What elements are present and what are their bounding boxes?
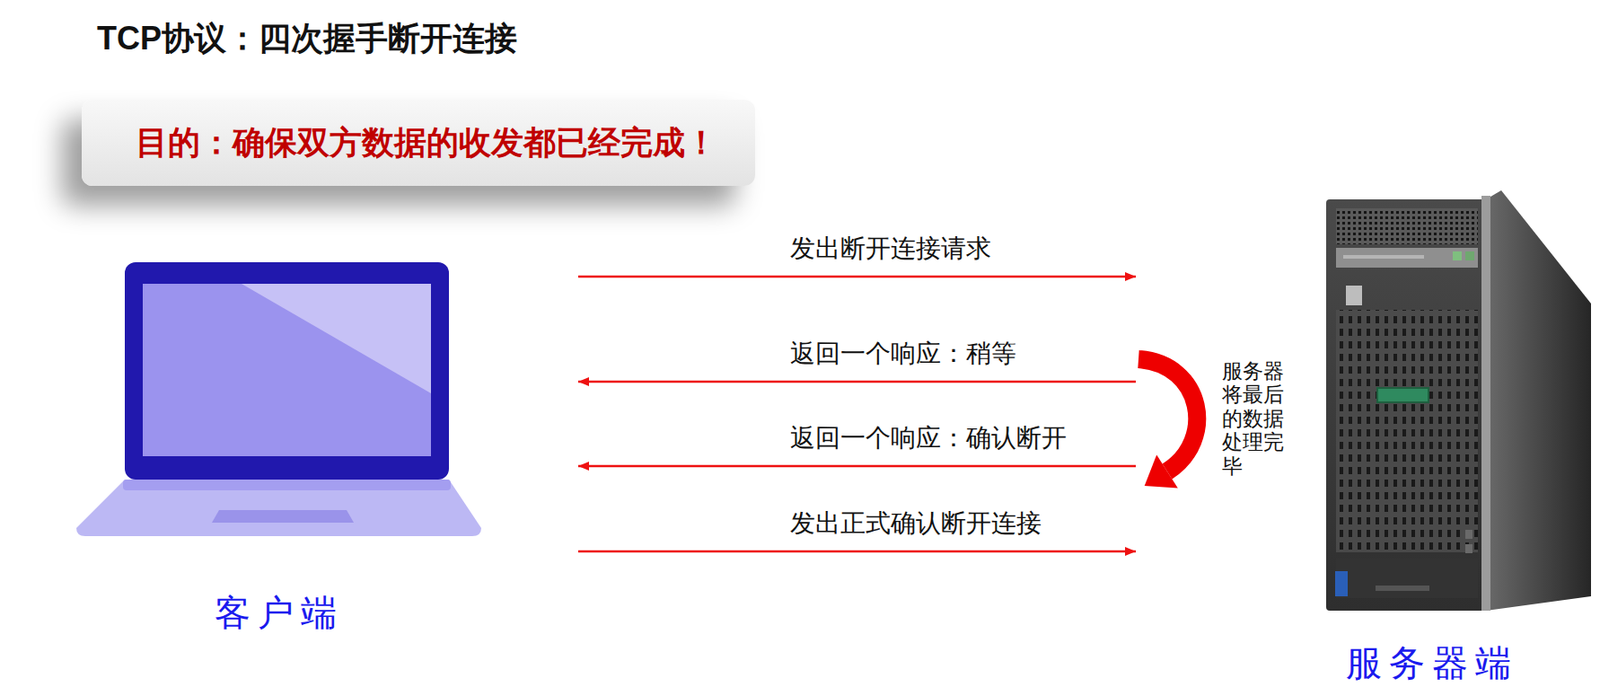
process-curve-arrow xyxy=(1138,359,1197,489)
server-badge xyxy=(1375,585,1430,591)
server-button xyxy=(1452,251,1462,261)
server-logo xyxy=(1377,387,1429,403)
laptop-screen xyxy=(142,283,431,457)
drive-slot xyxy=(1343,254,1425,259)
curve-arrow-head xyxy=(1144,454,1179,488)
page-title: TCP协议：四次握手断开连接 xyxy=(96,19,518,57)
purpose-banner: 目的：确保双方数据的收发都已经完成！ xyxy=(81,99,756,186)
arrow-label: 发出断开连接请求 xyxy=(788,233,994,264)
arrow-label: 返回一个响应：稍等 xyxy=(788,338,1019,370)
server-vent xyxy=(1336,208,1478,245)
laptop-lid xyxy=(124,262,449,480)
arrow-label: 发出正式确认断开连接 xyxy=(788,508,1044,539)
server-edge xyxy=(1481,195,1491,611)
drive-bay xyxy=(1336,247,1478,268)
curve-arrow-body xyxy=(1138,359,1197,472)
server-front xyxy=(1326,199,1488,611)
server-button xyxy=(1465,251,1475,261)
arrow-label: 返回一个响应：确认断开 xyxy=(788,422,1069,454)
server-tag xyxy=(1345,285,1363,306)
server-grille xyxy=(1336,309,1478,553)
laptop-trackpad xyxy=(211,509,354,523)
server-sticker xyxy=(1335,571,1348,597)
server-port xyxy=(1465,529,1473,539)
server-side xyxy=(1485,190,1592,611)
process-note: 服务器将最后的数据处理完毕 xyxy=(1221,359,1284,478)
server-port xyxy=(1465,544,1473,554)
message-arrow xyxy=(578,550,1136,554)
node-text: 服务器端 xyxy=(1345,642,1519,683)
laptop-illustration xyxy=(76,262,482,537)
node-text: 目的：确保双方数据的收发都已经完成！ xyxy=(135,123,718,162)
server-node: 服务器端 xyxy=(1292,188,1572,683)
message-arrow xyxy=(578,275,1136,279)
laptop-hinge xyxy=(123,479,451,491)
laptop-base xyxy=(76,479,482,537)
message-arrow xyxy=(578,380,1136,384)
server-bottom xyxy=(1336,558,1478,598)
client-node: 客户端 xyxy=(76,262,482,633)
screen-glare xyxy=(241,283,431,394)
message-arrow xyxy=(578,465,1136,468)
node-text: 客户端 xyxy=(214,592,344,633)
server-illustration xyxy=(1326,190,1592,611)
